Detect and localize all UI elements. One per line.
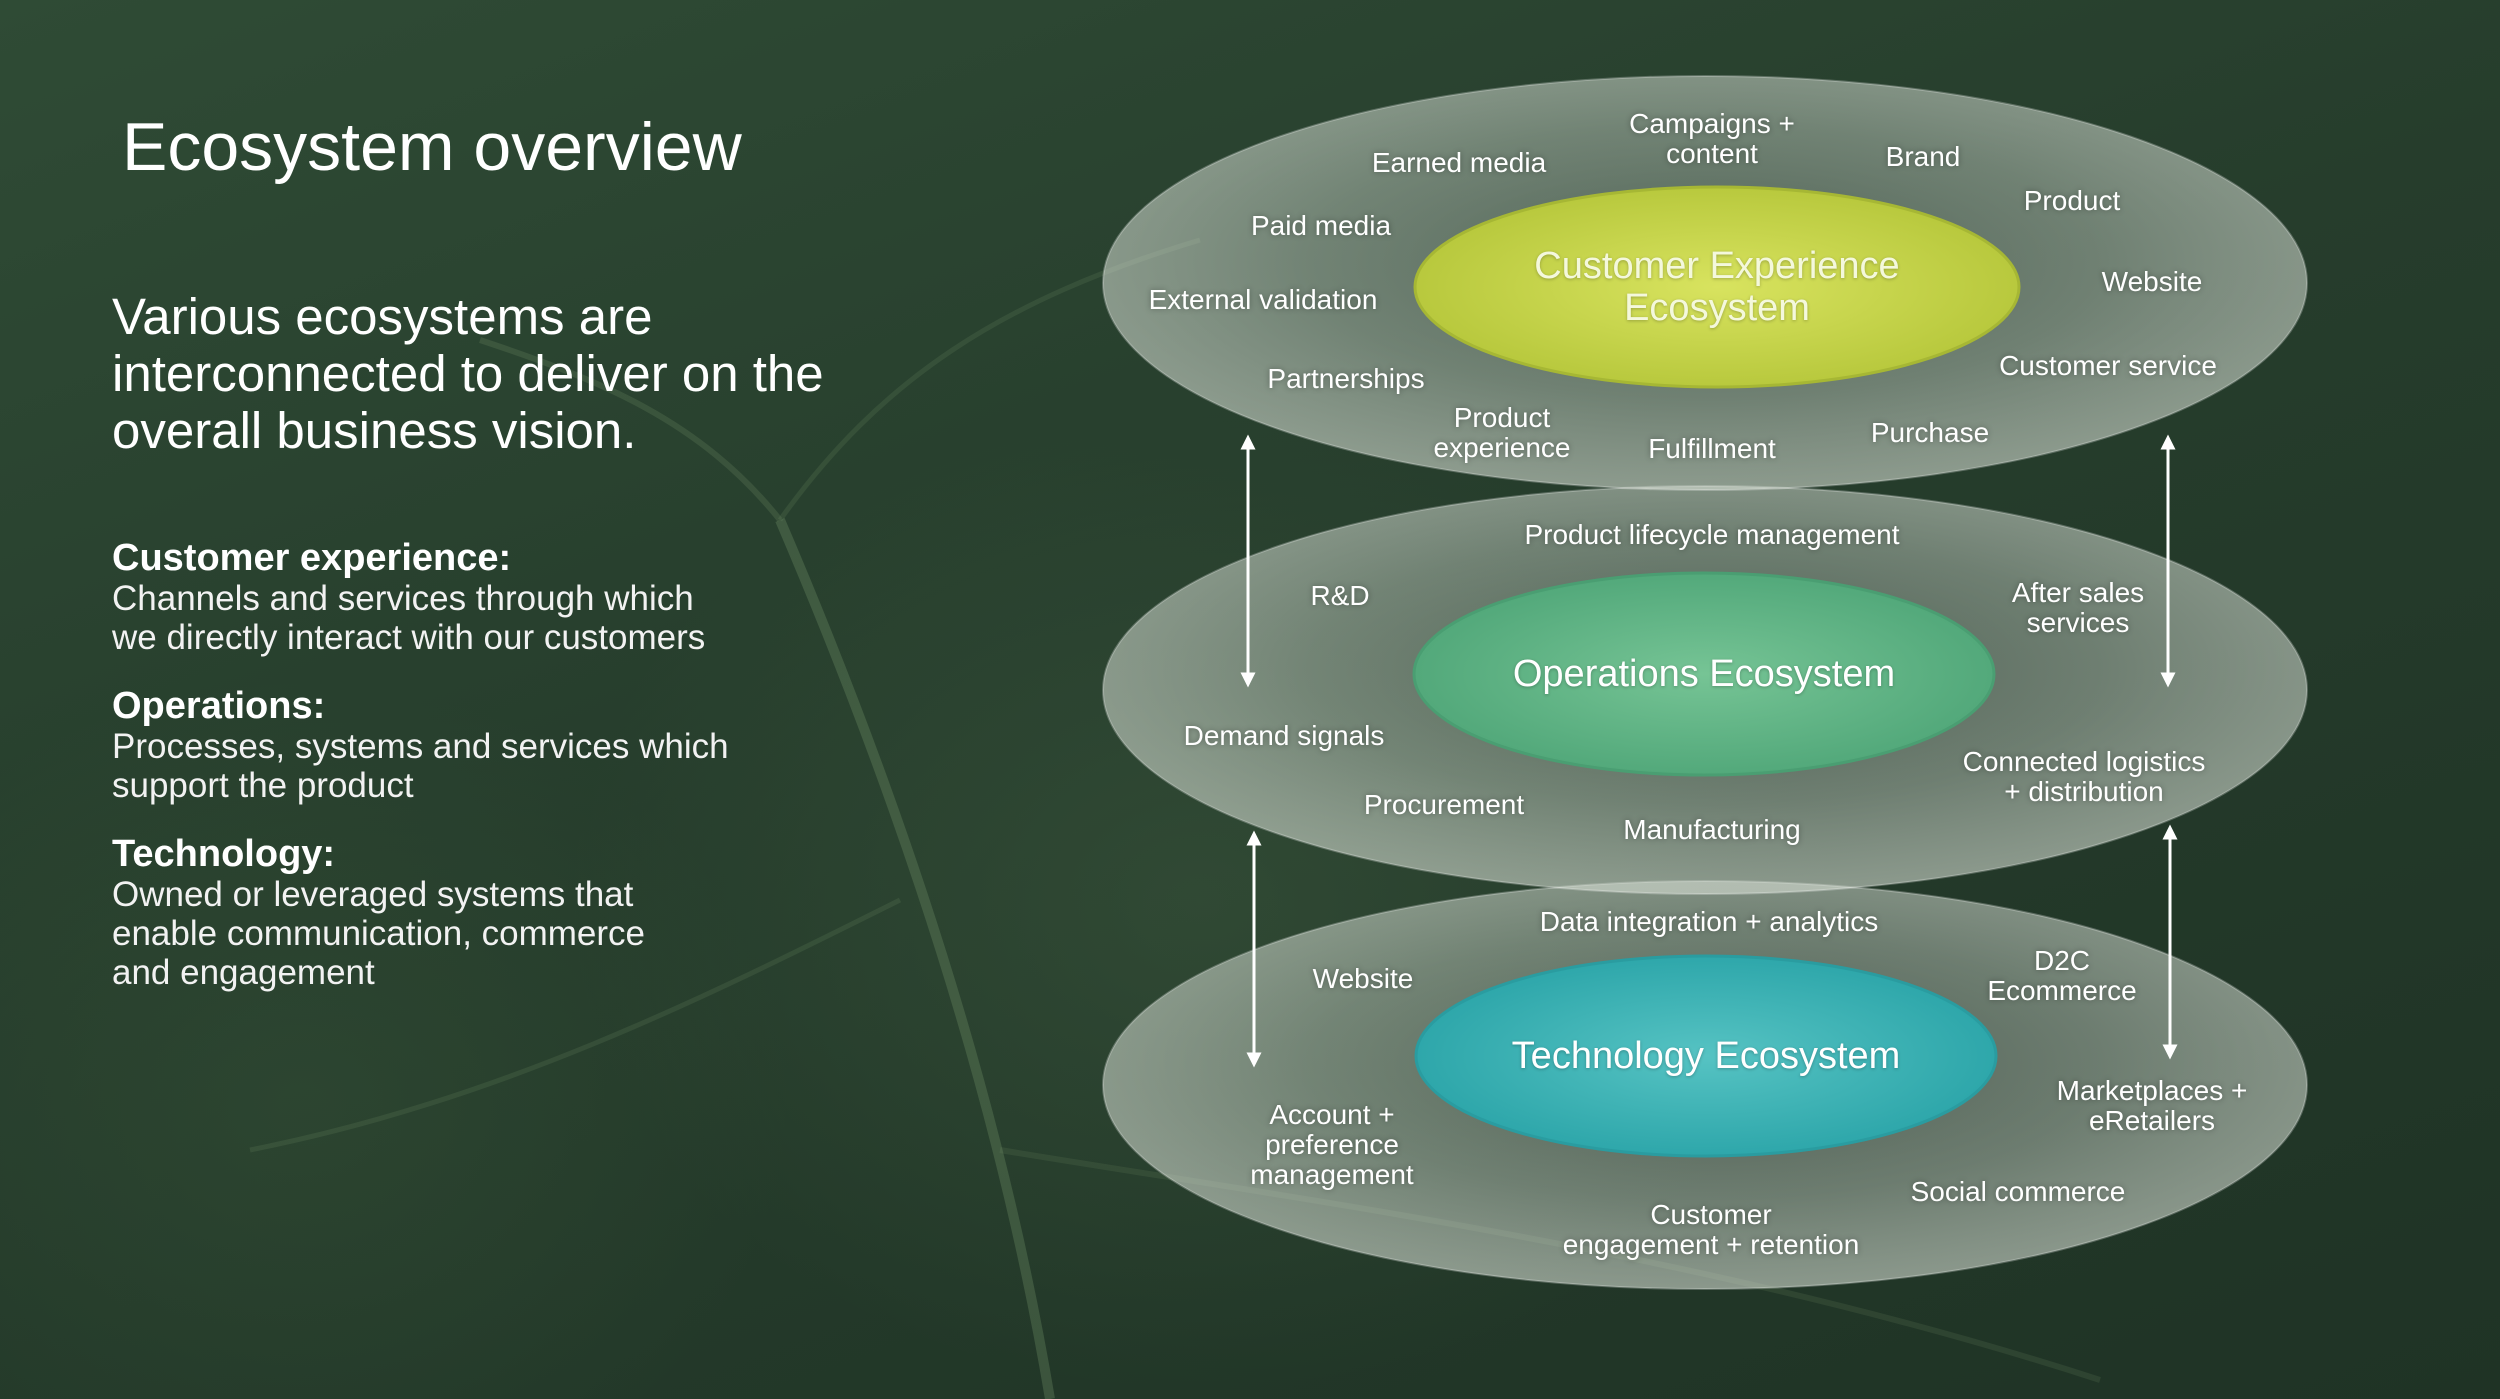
definition-text: Processes, systems and services which su… xyxy=(112,727,729,805)
tech-item-data-integration-analytics: Data integration + analytics xyxy=(1539,906,1879,937)
cx-item-partnerships: Partnerships xyxy=(1267,363,1425,394)
definition-operations: Operations: Processes, systems and servi… xyxy=(112,685,872,805)
cx-item-fulfillment: Fulfillment xyxy=(1648,433,1776,464)
technology-core-label: Technology Ecosystem xyxy=(1511,1035,1901,1077)
cx-item-external-validation: External validation xyxy=(1148,284,1378,315)
operations-core-label: Operations Ecosystem xyxy=(1512,653,1896,695)
ops-item-demand-signals: Demand signals xyxy=(1183,720,1385,751)
cx-item-earned-media: Earned media xyxy=(1371,147,1547,178)
tech-item-social-commerce: Social commerce xyxy=(1910,1176,2126,1207)
ops-item-procurement: Procurement xyxy=(1363,789,1525,820)
definition-technology: Technology: Owned or leveraged systems t… xyxy=(112,833,872,992)
definition-heading: Customer experience: xyxy=(112,537,512,579)
cx-item-purchase: Purchase xyxy=(1870,417,1990,448)
definition-text: Owned or leveraged systems that enable c… xyxy=(112,875,646,992)
cx-item-paid-media: Paid media xyxy=(1250,210,1392,241)
tech-item-account-preference-management: Account + preference management xyxy=(1250,1099,1414,1190)
ops-item-connected-logistics-distribution: Connected logistics + distribution xyxy=(1962,746,2206,807)
definitions-list: Customer experience: Channels and servic… xyxy=(112,537,872,1020)
lead-statement: Various ecosystems are interconnected to… xyxy=(112,288,824,459)
ops-item-after-sales-services: After sales services xyxy=(2011,577,2145,638)
customer-experience-core xyxy=(1413,185,2021,389)
cx-item-customer-service: Customer service xyxy=(1999,350,2217,381)
definition-heading: Operations: xyxy=(112,685,326,727)
cx-item-website: Website xyxy=(2101,266,2203,297)
page-title: Ecosystem overview xyxy=(122,109,742,185)
operations-core xyxy=(1412,571,1996,777)
cx-item-product-experience: Product experience xyxy=(1433,402,1571,463)
cx-item-product: Product xyxy=(2023,185,2121,216)
definition-customer-experience: Customer experience: Channels and servic… xyxy=(112,537,872,657)
definition-text: Channels and services through which we d… xyxy=(112,579,706,657)
definition-heading: Technology: xyxy=(112,833,336,875)
customer-experience-core-label: Customer Experience Ecosystem xyxy=(1534,245,1900,329)
ops-item-r-and-d: R&D xyxy=(1310,580,1370,611)
ops-item-product-lifecycle-management: Product lifecycle management xyxy=(1524,519,1900,550)
tech-item-website: Website xyxy=(1312,963,1414,994)
ops-item-manufacturing: Manufacturing xyxy=(1623,814,1801,845)
tech-item-d2c-ecommerce: D2C Ecommerce xyxy=(1987,945,2137,1006)
cx-item-campaigns-content: Campaigns + content xyxy=(1629,108,1795,169)
tech-item-customer-engagement-retention: Customer engagement + retention xyxy=(1562,1199,1860,1260)
cx-item-brand: Brand xyxy=(1885,141,1961,172)
technology-core xyxy=(1414,954,1998,1158)
tech-item-marketplaces-eretailers: Marketplaces + eRetailers xyxy=(2056,1075,2248,1136)
